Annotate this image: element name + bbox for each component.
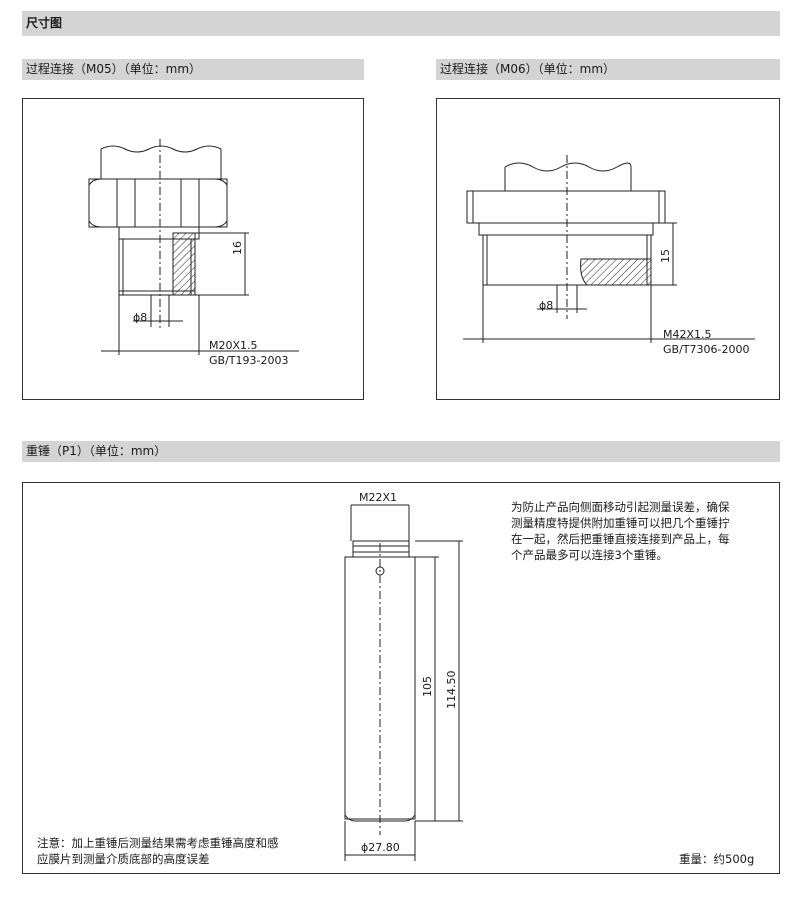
m06-drawing xyxy=(463,155,755,343)
m06-thread-spec: M42X1.5 xyxy=(663,328,712,341)
p1-dim-diameter: ϕ27.80 xyxy=(361,841,400,854)
p1-weight: 重量：约500g xyxy=(679,852,755,866)
p1-dim-length-total: 114.50 xyxy=(445,670,458,710)
p1-drawing xyxy=(344,504,463,861)
p1-description-line: 为防止产品向侧面移动引起测量误差，确保 xyxy=(511,500,730,514)
p1-title: 重锤（P1）（单位：mm） xyxy=(22,441,780,462)
p1-note-line: 注意：加上重锤后测量结果需考虑重锤高度和感 xyxy=(37,836,279,850)
m05-title: 过程连接（M05）（单位：mm） xyxy=(22,59,364,80)
p1-description-line: 测量精度特提供附加重锤可以把几个重锤拧 xyxy=(511,516,730,530)
p1-description-line: 个产品最多可以连接3个重锤。 xyxy=(511,548,668,562)
m05-drawing xyxy=(88,139,299,355)
p1-note: 注意：加上重锤后测量结果需考虑重锤高度和感 应膜片到测量介质底部的高度误差 xyxy=(37,835,337,867)
m05-dim-diameter: ϕ8 xyxy=(133,311,148,324)
p1-dim-length-inner: 105 xyxy=(421,676,434,697)
m05-drawing-frame: 16 ϕ8 M20X1.5 GB/T193-2003 xyxy=(22,98,364,400)
m06-drawing-frame: 15 ϕ8 M42X1.5 GB/T7306-2000 xyxy=(436,98,780,400)
p1-note-line: 应膜片到测量介质底部的高度误差 xyxy=(37,852,210,866)
m06-standard: GB/T7306-2000 xyxy=(663,343,750,356)
m06-dim-diameter: ϕ8 xyxy=(539,299,554,312)
p1-thread-spec: M22X1 xyxy=(359,491,398,504)
m05-standard: GB/T193-2003 xyxy=(209,354,289,367)
m06-dim-height: 15 xyxy=(659,249,672,263)
p1-description: 为防止产品向侧面移动引起测量误差，确保 测量精度特提供附加重锤可以把几个重锤拧 … xyxy=(511,499,773,563)
m05-thread-spec: M20X1.5 xyxy=(209,339,258,352)
m06-title: 过程连接（M06）（单位：mm） xyxy=(436,59,780,80)
section-title: 尺寸图 xyxy=(22,11,780,36)
m05-dim-height: 16 xyxy=(231,241,244,255)
p1-description-line: 在一起，然后把重锤直接连接到产品上，每 xyxy=(511,532,730,546)
p1-drawing-frame: M22X1 105 114.50 ϕ27.80 为防止产品向侧面移动引起测量误差… xyxy=(22,482,780,874)
